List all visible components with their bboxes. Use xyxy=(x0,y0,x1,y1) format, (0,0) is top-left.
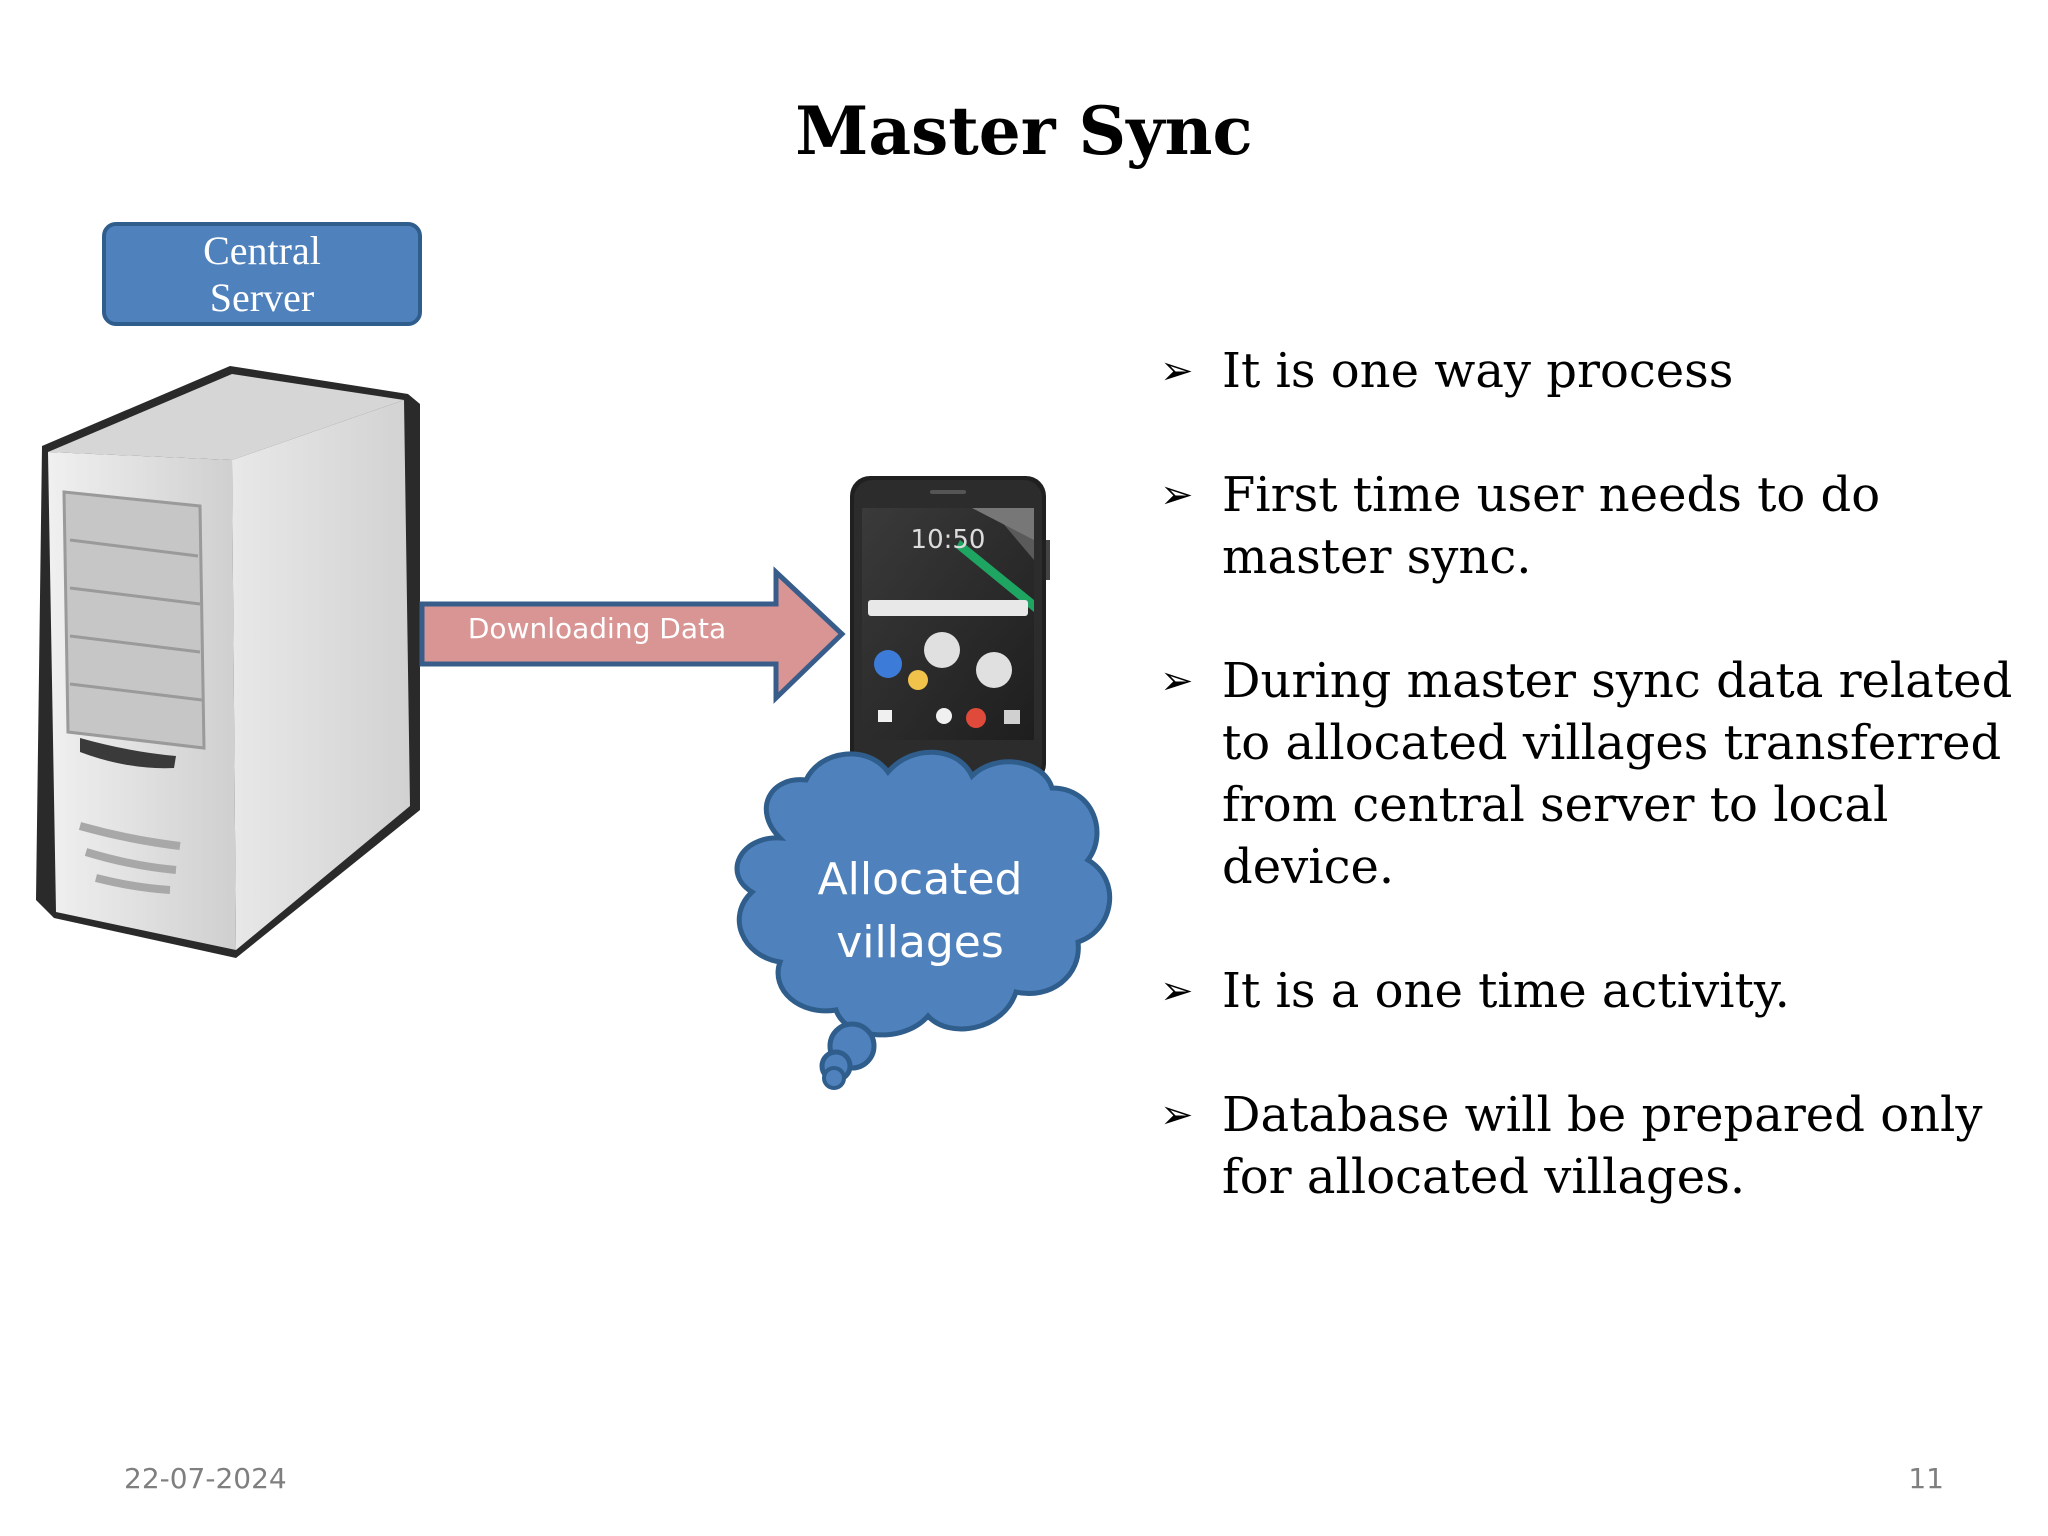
bullet-arrow-icon: ➢ xyxy=(1160,968,1194,1014)
bullet-arrow-icon: ➢ xyxy=(1160,472,1194,518)
bullet-arrow-icon: ➢ xyxy=(1160,658,1194,704)
server-label-line-1: Central xyxy=(203,228,321,273)
server-label-line-2: Server xyxy=(209,275,315,320)
bullet-item: ➢ During master sync data related to all… xyxy=(1160,650,2020,898)
server-tower-icon xyxy=(36,366,420,958)
phone-clock: 10:50 xyxy=(911,525,986,555)
bullet-text: During master sync data related to alloc… xyxy=(1222,653,2013,895)
smartphone-icon: 10:50 xyxy=(850,476,1050,784)
bullet-item: ➢ It is one way process xyxy=(1160,340,2020,402)
bullet-item: ➢ Database will be prepared only for all… xyxy=(1160,1084,2020,1208)
bullet-arrow-icon: ➢ xyxy=(1160,348,1194,394)
cloud-label-line-1: Allocated xyxy=(817,854,1023,905)
footer-page-number: 11 xyxy=(1908,1462,1944,1495)
thought-cloud-icon xyxy=(734,749,1113,1090)
slide-title: Master Sync xyxy=(795,92,1253,170)
right-arrow-icon xyxy=(419,566,846,704)
cloud-label-line-2: villages xyxy=(836,917,1004,968)
bullet-item: ➢ It is a one time activity. xyxy=(1160,960,2020,1022)
bullet-text: Database will be prepared only for alloc… xyxy=(1222,1087,1983,1205)
arrow-label: Downloading Data xyxy=(467,612,727,645)
bullet-text: First time user needs to do master sync. xyxy=(1222,467,1881,585)
footer-date: 22-07-2024 xyxy=(124,1462,287,1495)
bullet-text: It is one way process xyxy=(1222,343,1734,399)
bullet-text: It is a one time activity. xyxy=(1222,963,1790,1019)
central-server-label: Central Server xyxy=(102,222,422,326)
bullet-item: ➢ First time user needs to do master syn… xyxy=(1160,464,2020,588)
bullet-list: ➢ It is one way process ➢ First time use… xyxy=(1160,340,2020,1270)
bullet-arrow-icon: ➢ xyxy=(1160,1092,1194,1138)
cloud-label: Allocated villages xyxy=(770,848,1070,974)
